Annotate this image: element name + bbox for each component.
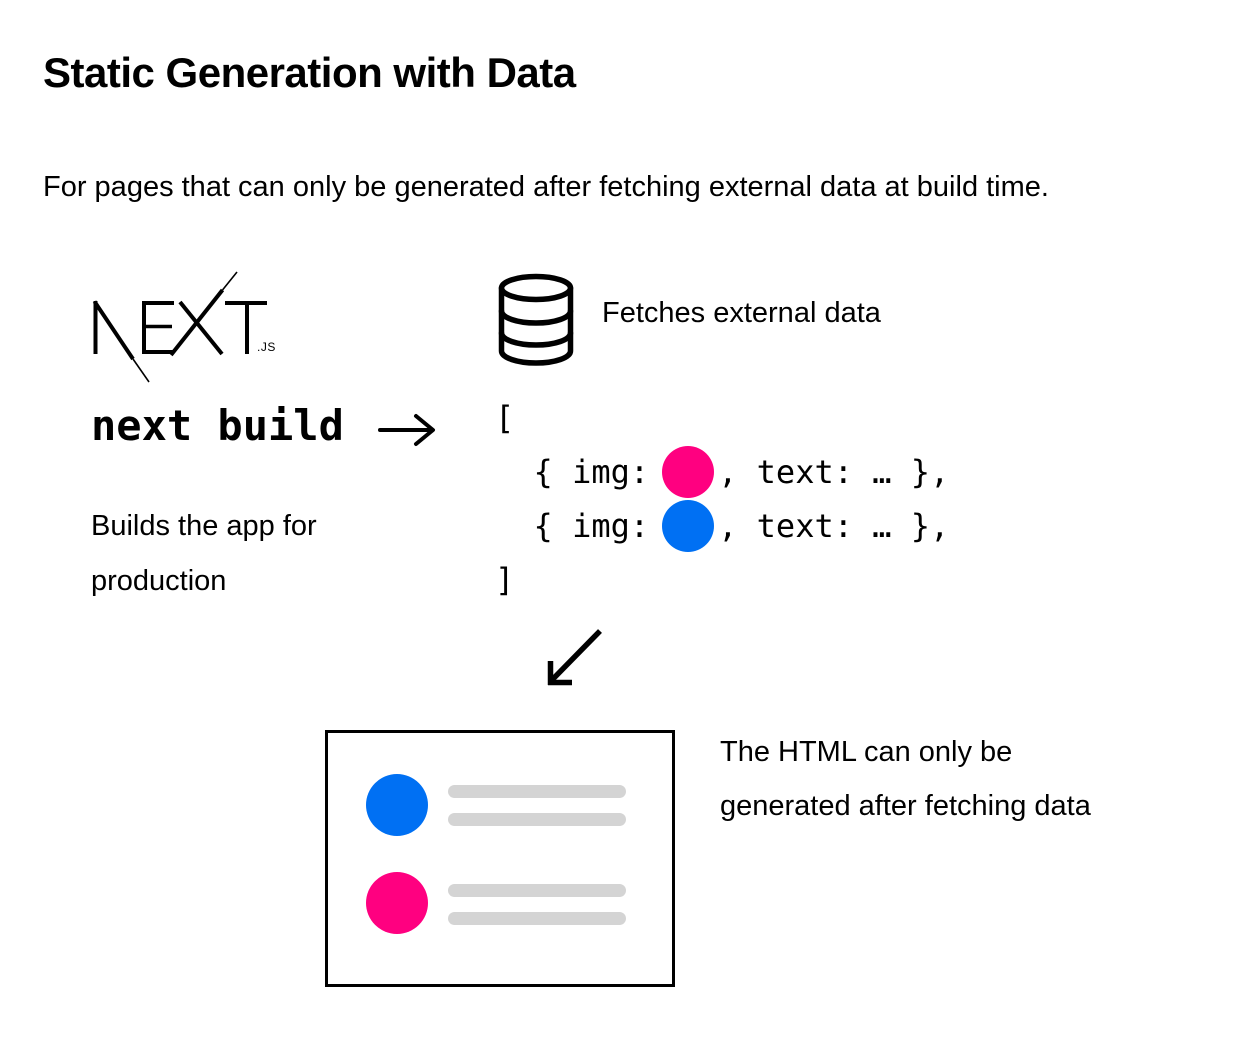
code-close-bracket: ]: [495, 561, 515, 599]
code-block: [ { img: , text: … }, { img: , text: … }…: [495, 391, 949, 607]
code-line-1: { img: , text: … },: [495, 445, 949, 499]
page-title: Static Generation with Data: [43, 49, 576, 96]
text-placeholder-bar: [448, 884, 626, 897]
code-text: { img:: [495, 507, 650, 545]
down-left-arrow-icon: [547, 629, 602, 686]
nextjs-logo: .JS: [92, 271, 276, 383]
build-description: Builds the app for production: [91, 510, 317, 597]
avatar-circle-pink: [366, 872, 428, 934]
code-text: , text: … },: [718, 507, 950, 545]
avatar-circle-blue: [366, 774, 428, 836]
text-placeholder-bar: [448, 912, 626, 925]
database-icon: [498, 273, 574, 366]
text-placeholder-bar: [448, 785, 626, 798]
next-build-command: next build: [91, 401, 344, 450]
code-text: { img:: [495, 453, 650, 491]
code-line-2: { img: , text: … },: [495, 499, 949, 553]
right-arrow-icon: [378, 414, 435, 446]
nextjs-logo-suffix: .JS: [257, 340, 276, 354]
text-placeholder-bar: [448, 813, 626, 826]
image-placeholder-blue: [662, 500, 715, 552]
html-page-box: [325, 730, 675, 987]
code-open-bracket: [: [495, 399, 515, 437]
code-text: , text: … },: [718, 453, 950, 491]
image-placeholder-pink: [662, 446, 715, 498]
fetch-step-label: Fetches external data: [602, 297, 881, 329]
result-caption: The HTML can only be generated after fet…: [720, 736, 1091, 822]
page-subtitle: For pages that can only be generated aft…: [43, 171, 1049, 203]
